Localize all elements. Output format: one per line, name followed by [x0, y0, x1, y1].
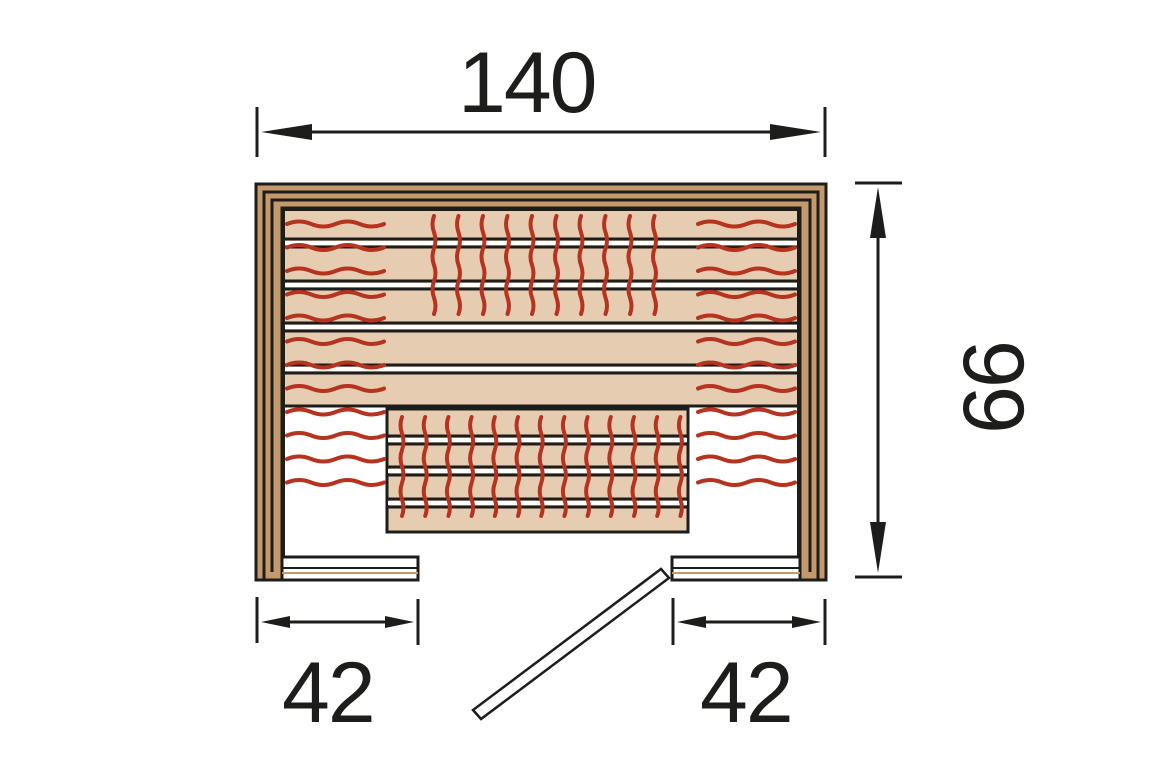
heater-left-wall	[285, 219, 386, 487]
heater-element	[696, 337, 797, 346]
heater-element	[626, 214, 634, 316]
heater-element	[285, 290, 386, 299]
heater-element	[285, 431, 386, 440]
heater-element	[421, 415, 429, 518]
heater-element	[696, 243, 797, 252]
heater-element	[468, 415, 476, 518]
heater-element	[696, 290, 797, 299]
heater-element	[528, 214, 536, 316]
heater-element	[285, 337, 386, 346]
heater-element	[696, 384, 797, 393]
heater-element	[676, 415, 684, 518]
heater-right-wall	[696, 219, 797, 487]
heater-element	[504, 214, 511, 316]
heater-element	[285, 384, 386, 393]
heater-element	[285, 478, 386, 487]
dimension-width-140	[255, 107, 827, 157]
heater-element	[696, 407, 797, 417]
dimension-depth-99	[855, 181, 902, 579]
width-label: 140	[458, 35, 597, 131]
heater-element	[537, 415, 545, 518]
heater-element	[285, 407, 386, 417]
depth-label: 99	[945, 340, 1041, 432]
heater-element	[696, 266, 797, 276]
front-right-label: 42	[700, 645, 794, 741]
heater-element	[553, 214, 560, 316]
back-bench	[285, 211, 797, 408]
heater-element	[398, 415, 406, 518]
heater-element	[584, 415, 592, 518]
heater-element	[602, 214, 609, 316]
heater-back-wall	[430, 214, 658, 316]
heater-element	[630, 415, 638, 518]
heater-element	[696, 454, 797, 464]
dimension-front-left-42	[255, 597, 420, 645]
center-bench	[385, 407, 690, 534]
dimension-front-right-42	[671, 598, 827, 645]
heater-element	[491, 415, 499, 518]
heater-element	[285, 219, 386, 229]
heater-element	[607, 415, 615, 518]
heater-element	[514, 415, 522, 518]
heater-element	[696, 431, 797, 440]
heater-element	[430, 214, 438, 316]
heater-element	[479, 214, 487, 316]
front-left-label: 42	[282, 645, 376, 741]
heater-element	[696, 313, 797, 323]
heater-element	[285, 454, 386, 464]
heater-element	[285, 360, 386, 370]
heater-center-bench	[398, 415, 684, 518]
heater-element	[455, 214, 462, 316]
heater-element	[653, 415, 661, 518]
heater-element	[285, 243, 386, 252]
heater-element	[696, 478, 797, 487]
heater-element	[696, 360, 797, 370]
heater-element	[285, 266, 386, 276]
heater-element	[651, 214, 658, 316]
heater-element	[285, 313, 386, 323]
heater-element	[560, 415, 568, 518]
heater-element	[444, 415, 452, 518]
door-panel	[471, 567, 671, 721]
heater-element	[696, 219, 797, 229]
heater-element	[577, 214, 585, 316]
